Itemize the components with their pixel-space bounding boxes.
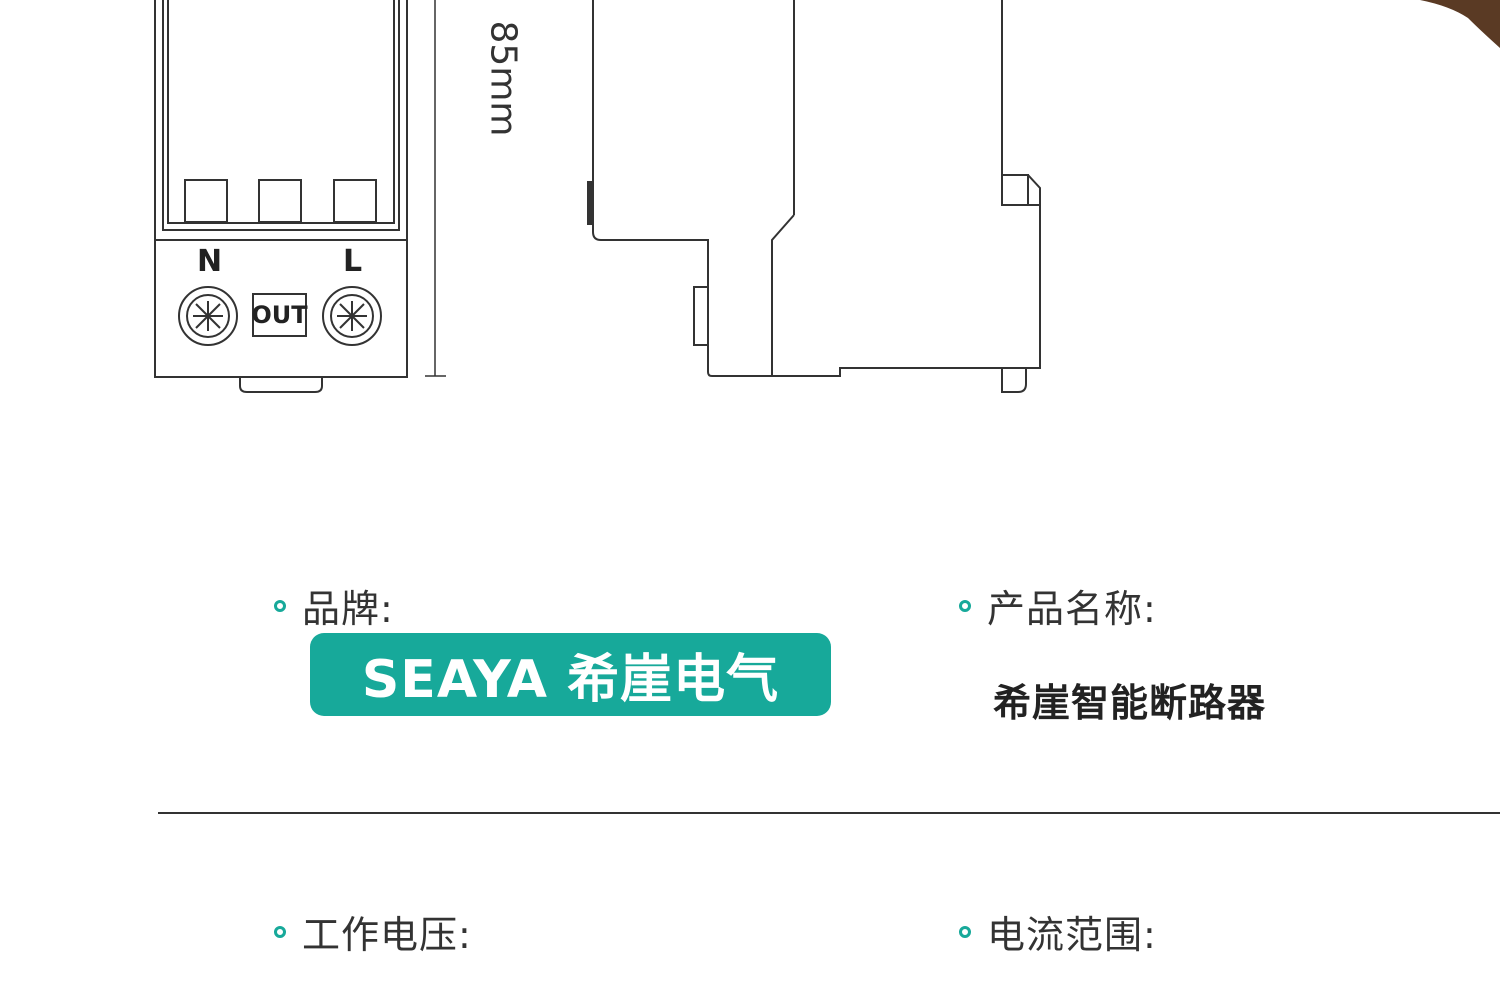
bullet-icon: [274, 925, 286, 938]
bullet-icon: [959, 925, 971, 938]
front-view-body: [154, 0, 408, 378]
spec-voltage: 工作电压:: [274, 904, 472, 959]
brand-label: 品牌:: [302, 587, 394, 631]
brand-logo-badge: SEAYA 希崖电气: [310, 633, 831, 716]
product-name-label: 产品名称:: [987, 587, 1157, 631]
button-2: [258, 179, 302, 223]
spec-current: 电流范围:: [959, 904, 1157, 959]
voltage-label: 工作电压:: [302, 913, 472, 957]
bullet-icon: [959, 599, 971, 612]
button-3: [333, 179, 377, 223]
output-label: OUT: [251, 301, 308, 329]
product-name-value: 希崖智能断路器: [993, 681, 1267, 725]
height-dimension-label: 85mm: [482, 20, 524, 137]
terminal-label-l: L: [343, 244, 363, 279]
brand-logo-text: SEAYA 希崖电气: [361, 650, 780, 710]
output-label-box: OUT: [251, 293, 308, 337]
terminal-screw-left: [178, 286, 238, 346]
front-view-display-frame: [162, 0, 400, 231]
terminal-screw-right: [322, 286, 382, 346]
spec-product-name: 产品名称:: [959, 578, 1157, 633]
terminal-label-n: N: [197, 244, 223, 279]
side-view-body: [592, 0, 1041, 377]
breaker-technical-drawing: [154, 0, 1041, 393]
section-divider: [158, 812, 1500, 814]
spec-brand: 品牌:: [274, 578, 394, 633]
bullet-icon: [274, 599, 286, 612]
current-label: 电流范围:: [987, 913, 1157, 957]
corner-decoration: [1420, 0, 1500, 48]
button-1: [184, 179, 228, 223]
